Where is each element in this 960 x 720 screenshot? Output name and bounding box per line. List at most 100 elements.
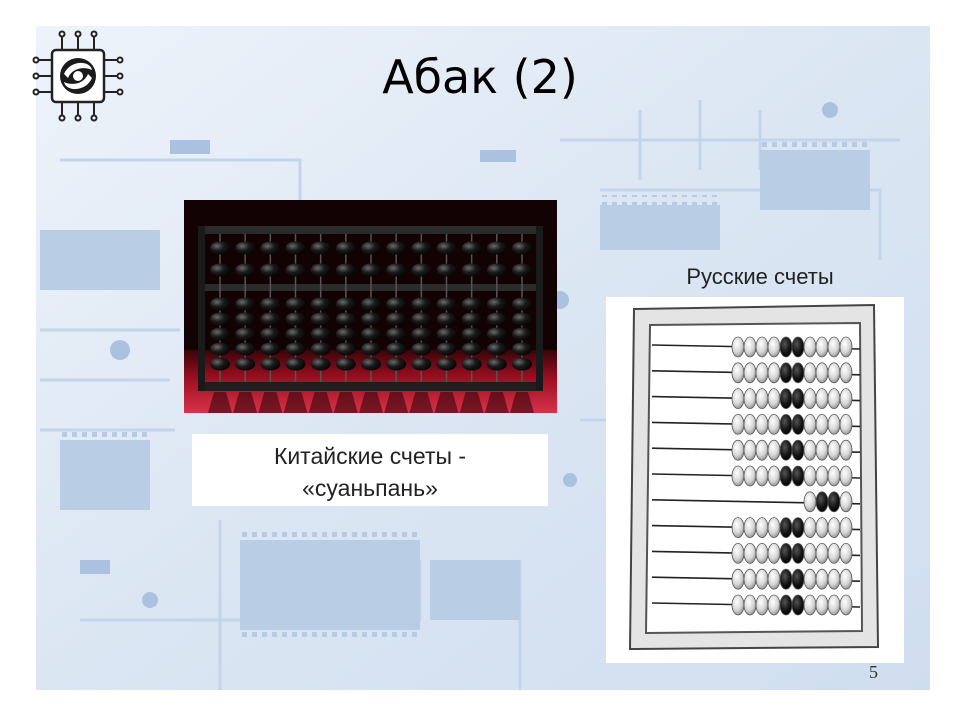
russian-bead — [815, 568, 829, 590]
chinese-bead — [285, 263, 306, 277]
russian-bead — [779, 362, 793, 384]
chinese-abacus-photo — [184, 200, 557, 413]
chinese-bead — [512, 241, 532, 255]
russian-bead — [839, 568, 853, 590]
chinese-bead — [486, 312, 507, 326]
chinese-bead — [411, 297, 432, 311]
russian-bead — [779, 414, 793, 435]
chinese-bead — [335, 297, 356, 311]
chinese-bead — [386, 263, 407, 277]
chinese-bead — [512, 297, 532, 311]
chinese-bead — [335, 312, 356, 326]
chinese-bead — [512, 342, 532, 356]
russian-bead — [767, 388, 781, 409]
russian-bead — [791, 594, 805, 616]
chinese-bead — [235, 357, 256, 371]
russian-bead — [779, 439, 793, 461]
russian-bead — [731, 414, 745, 435]
chinese-bead — [512, 312, 532, 326]
chinese-bead — [310, 297, 331, 311]
russian-bead — [803, 594, 817, 616]
russian-bead — [755, 439, 769, 461]
rod-shadow — [359, 392, 383, 413]
russian-bead — [815, 414, 829, 435]
chinese-bead — [386, 241, 407, 255]
russian-bead — [839, 336, 853, 358]
chinese-bead — [486, 357, 507, 371]
russian-bead — [839, 517, 853, 539]
chinese-bead — [512, 357, 532, 371]
chinese-bead — [235, 241, 256, 255]
russian-bead — [803, 388, 817, 409]
russian-bead — [779, 594, 793, 616]
chinese-bead — [260, 263, 281, 277]
chinese-bead — [361, 357, 381, 371]
chinese-bead — [285, 327, 306, 341]
rod-shadow — [333, 392, 358, 413]
chinese-bead — [235, 342, 256, 356]
chinese-bead — [436, 357, 457, 371]
chinese-bead — [361, 297, 381, 311]
chinese-bead — [335, 241, 356, 255]
chinese-bead — [335, 327, 356, 341]
chinese-bead — [260, 297, 281, 311]
chinese-bead — [486, 342, 507, 356]
russian-bead — [743, 517, 757, 539]
chinese-bead — [436, 312, 457, 326]
chinese-bead — [386, 327, 407, 341]
russian-bead — [815, 594, 829, 616]
rod-shadow — [434, 392, 459, 413]
russian-bead — [827, 439, 841, 461]
russian-bead — [815, 542, 829, 564]
russian-bead — [803, 542, 817, 564]
chinese-bead — [436, 297, 457, 311]
russian-bead — [731, 594, 745, 616]
russian-bead — [767, 465, 781, 487]
russian-bead — [827, 414, 841, 435]
chinese-bead — [335, 342, 356, 356]
chinese-bead — [235, 312, 256, 326]
russian-bead — [791, 414, 805, 435]
russian-bead — [791, 465, 805, 487]
russian-bead — [791, 388, 805, 409]
russian-bead — [827, 336, 841, 358]
russian-bead — [791, 517, 805, 539]
chinese-bead — [486, 241, 507, 255]
russian-bead — [767, 517, 781, 539]
russian-bead — [791, 542, 805, 564]
chinese-bead — [235, 297, 256, 311]
russian-bead — [779, 465, 793, 487]
russian-bead — [803, 517, 817, 539]
rod-shadow — [484, 392, 509, 413]
russian-bead — [731, 465, 745, 487]
rod-shadow — [258, 392, 283, 413]
russian-bead — [803, 336, 817, 358]
russian-bead — [839, 439, 853, 461]
chinese-caption-line1: Китайские счеты - — [273, 443, 467, 469]
russian-bead — [839, 414, 853, 435]
russian-bead — [815, 465, 829, 487]
russian-bead — [839, 491, 853, 513]
rod-shadow — [308, 392, 333, 413]
russian-bead — [767, 568, 781, 590]
chinese-abacus-caption: Китайские счеты - «суаньпань» — [192, 434, 548, 506]
russian-bead — [767, 439, 781, 461]
russian-bead — [827, 362, 841, 384]
russian-bead — [827, 491, 841, 513]
chinese-bead — [235, 327, 256, 341]
russian-bead — [815, 491, 829, 513]
chinese-bead — [386, 357, 407, 371]
russian-bead — [779, 336, 793, 358]
russian-bead — [839, 542, 853, 564]
russian-bead — [755, 336, 769, 358]
chinese-bead — [285, 342, 306, 356]
chinese-bead — [285, 241, 306, 255]
chinese-bead — [411, 263, 432, 277]
russian-bead — [827, 594, 841, 616]
rod-shadow — [208, 392, 232, 413]
russian-bead — [791, 362, 805, 384]
russian-bead — [803, 491, 817, 513]
chinese-bead — [285, 357, 306, 371]
russian-bead — [743, 414, 757, 435]
